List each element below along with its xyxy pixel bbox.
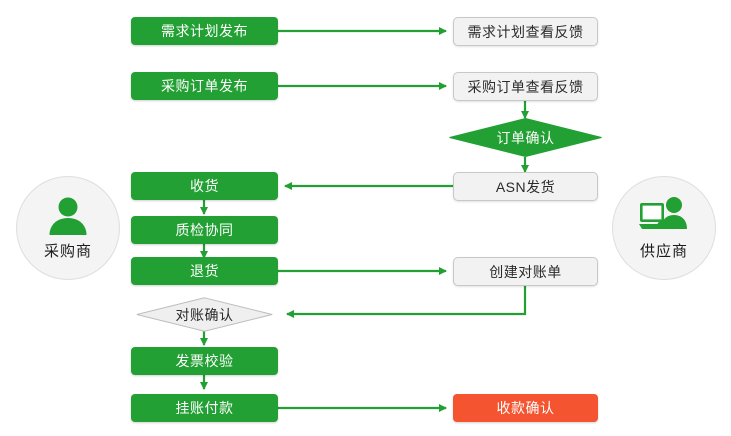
person-icon [49, 197, 87, 235]
node-create-statement[interactable]: 创建对账单 [453, 257, 598, 286]
diamond-shape [449, 117, 602, 158]
node-label: ASN发货 [495, 178, 556, 195]
node-label: 收款确认 [496, 400, 555, 416]
actor-buyer-label: 采购商 [43, 243, 92, 260]
node-asn-shipment[interactable]: ASN发货 [453, 172, 598, 201]
node-label: 退货 [190, 263, 219, 279]
node-label: 订单确认 [496, 129, 555, 146]
wire-statement-to-recon [286, 285, 527, 318]
node-order-confirm[interactable]: 订单确认 [449, 117, 602, 158]
node-label: 采购订单发布 [161, 78, 248, 94]
node-return-goods[interactable]: 退货 [131, 257, 278, 285]
node-payment-confirm[interactable]: 收款确认 [453, 394, 598, 422]
node-po-feedback[interactable]: 采购订单查看反馈 [453, 72, 598, 101]
node-label: 挂账付款 [175, 400, 234, 416]
node-label: 质检协同 [175, 222, 234, 238]
node-po-publish[interactable]: 采购订单发布 [131, 72, 278, 100]
node-demand-plan-feedback[interactable]: 需求计划查看反馈 [453, 17, 598, 46]
node-payable-payment[interactable]: 挂账付款 [131, 394, 278, 422]
person-computer-icon [639, 197, 687, 229]
actor-buyer: 采购商 [16, 176, 120, 280]
node-label: 对账确认 [175, 306, 234, 323]
node-quality-collab[interactable]: 质检协同 [131, 216, 278, 244]
node-label: 发票校验 [175, 353, 234, 369]
node-label: 采购订单查看反馈 [467, 78, 584, 95]
node-label: 收货 [190, 178, 219, 194]
node-label: 需求计划发布 [161, 23, 248, 39]
node-label: 创建对账单 [489, 263, 562, 280]
actor-supplier: 供应商 [612, 176, 716, 280]
node-recon-confirm[interactable]: 对账确认 [136, 297, 273, 332]
node-label: 需求计划查看反馈 [467, 23, 584, 40]
node-receive-goods[interactable]: 收货 [131, 172, 278, 200]
node-demand-plan-publish[interactable]: 需求计划发布 [131, 17, 278, 45]
node-invoice-verify[interactable]: 发票校验 [131, 347, 278, 375]
actor-supplier-label: 供应商 [639, 243, 688, 260]
